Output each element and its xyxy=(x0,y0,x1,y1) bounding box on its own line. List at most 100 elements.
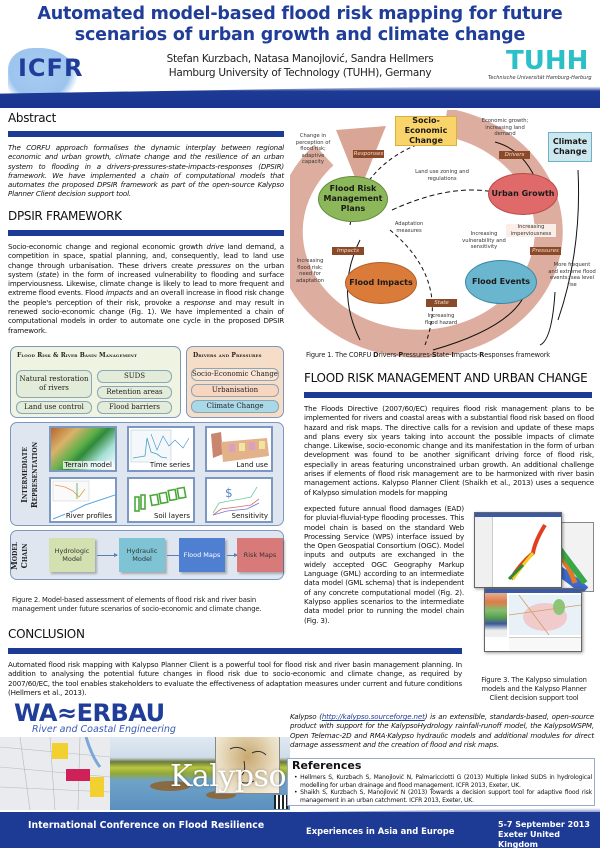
title-line-2: scenarios of urban growth and climate ch… xyxy=(74,25,526,45)
kalypso-wordmark: Kalypso xyxy=(170,759,287,794)
kalypso-banner: Kalypso xyxy=(0,737,290,810)
footer-date-location: 5-7 September 2013 Exeter United Kingdom xyxy=(498,820,600,848)
abstract-text: The CORFU approach formalises the dynami… xyxy=(8,143,284,199)
map-collage xyxy=(0,737,111,810)
tag-impacts: Impacts xyxy=(332,247,364,255)
title-line-1: Automated model-based flood risk mapping… xyxy=(37,4,563,24)
annotation-flood-hazard: Increasing flood hazard xyxy=(424,313,458,326)
chain-hydraulic-model: Hydraulic Model xyxy=(119,538,165,572)
footer-location: Exeter United Kingdom xyxy=(498,830,560,848)
abstract-heading: Abstract xyxy=(8,111,56,125)
frbm-title: Flood Risk & River Basin Management xyxy=(17,352,138,359)
kalypso-link[interactable]: http://kalypso.sourceforge.net xyxy=(321,712,425,721)
drivers-pressures-panel: Drivers and Pressures Socio-Economic Cha… xyxy=(186,346,284,418)
references-heading: References xyxy=(292,759,362,772)
node-socio-economic-change: Socio-Economic Change xyxy=(395,116,457,146)
kalypso-face-logo xyxy=(215,737,280,794)
pill-flood-barriers: Flood barriers xyxy=(97,401,172,414)
pill-suds: SUDS xyxy=(97,370,172,383)
tag-pressures: Pressures xyxy=(530,247,561,255)
frm-divider xyxy=(304,392,592,398)
tag-drivers: Drivers xyxy=(499,151,530,159)
pill-socio-economic: Socio-Economic Change xyxy=(191,368,279,381)
references-list: • Hellmers S, Kurzbach S, Manojlović N, … xyxy=(292,774,592,804)
node-flood-events: Flood Events xyxy=(465,260,537,304)
conclusion-text: Automated flood risk mapping with Kalyps… xyxy=(8,660,462,697)
dp-title: Drivers and Pressures xyxy=(193,352,262,359)
pill-urbanisation: Urbanisation xyxy=(191,384,279,397)
figure-1-diagram: Socio-Economic Change Climate Change Flo… xyxy=(290,110,600,360)
annotation-adaptation: Adaptation measures xyxy=(394,221,424,234)
annotation-economic-growth: Economic growth; increasing land demand xyxy=(481,118,529,138)
thumb-land-use: Land use xyxy=(205,426,273,472)
planner-client-screenshot xyxy=(484,588,582,652)
dpsir-text: Socio-economic change and regional econo… xyxy=(8,242,285,335)
footer-band xyxy=(0,812,600,848)
frm-heading: FLOOD RISK MANAGEMENT AND URBAN CHANGE xyxy=(304,371,588,385)
chain-flood-maps: Flood Maps xyxy=(179,538,225,572)
frm-text-narrow: expected future annual flood damages (EA… xyxy=(304,504,464,625)
pill-retention-areas: Retention areas xyxy=(97,386,172,399)
abstract-divider xyxy=(8,131,284,137)
arrow-icon xyxy=(97,553,118,557)
map-screenshot-front xyxy=(474,512,562,588)
affiliation: Hamburg University of Technology (TUHH),… xyxy=(168,67,432,79)
frbm-panel: Flood Risk & River Basin Management Natu… xyxy=(10,346,181,418)
chain-hydrologic-model: Hydrologic Model xyxy=(49,538,95,572)
kalypso-description: Kalypso (http://kalypso.sourceforge.net)… xyxy=(290,712,594,749)
tag-state: State xyxy=(426,299,457,307)
figure-3-screenshots xyxy=(472,510,596,652)
figure-1-caption: Figure 1. The CORFU Drivers-Pressures-St… xyxy=(306,351,550,359)
thumb-sensitivity: $ Sensitivity xyxy=(205,477,273,523)
tuhh-logo: TUHH xyxy=(506,46,589,76)
reference-item: • Hellmers S, Kurzbach S, Manojlović N, … xyxy=(294,774,592,789)
thumb-terrain-model: Terrain model xyxy=(49,426,117,472)
pill-natural-restoration: Natural restoration of rivers xyxy=(16,370,92,398)
pill-climate-change: Climate Change xyxy=(191,400,279,413)
svg-text:$: $ xyxy=(225,486,233,500)
annotation-flood-risk: Increasing flood risk; need for adaptati… xyxy=(295,258,325,284)
pill-land-use-control: Land use control xyxy=(16,401,92,414)
frm-text-full: The Floods Directive (2007/60/EC) requir… xyxy=(304,404,594,497)
annotation-perception: Change in perception of flood risk; adap… xyxy=(295,133,331,166)
header-band xyxy=(0,84,600,108)
poster-title: Automated model-based flood risk mapping… xyxy=(0,4,600,46)
conclusion-heading: CONCLUSION xyxy=(8,627,85,641)
qr-code xyxy=(274,795,288,809)
node-urban-growth: Urban Growth xyxy=(488,173,558,215)
chain-risk-maps: Risk Maps xyxy=(237,538,283,572)
wasserbau-subtitle: River and Coastal Engineering xyxy=(32,724,176,735)
thumb-time-series: Time series xyxy=(127,426,195,472)
figure-2-caption: Figure 2. Model-based assessment of elem… xyxy=(12,596,262,613)
conclusion-divider xyxy=(8,648,462,654)
footer-theme: Experiences in Asia and Europe xyxy=(306,826,455,836)
tag-responses: Responses xyxy=(353,150,384,158)
thumb-river-profiles: River profiles xyxy=(49,477,117,523)
references-box: References • Hellmers S, Kurzbach S, Man… xyxy=(287,758,595,806)
figure-2: Flood Risk & River Basin Management Natu… xyxy=(8,346,284,586)
annotation-vulnerability: Increasing vulnerability and sensitivity xyxy=(462,231,506,251)
thumb-soil-layers: Soil layers xyxy=(127,477,195,523)
annotation-land-use-zoning: Land use zoning and regulations xyxy=(415,169,469,182)
footer-dates: 5-7 September 2013 xyxy=(498,820,590,829)
icfr-logo: ICFR xyxy=(18,54,84,82)
node-climate-change: Climate Change xyxy=(548,132,592,162)
authors: Stefan Kurzbach, Natasa Manojlović, Sand… xyxy=(166,53,434,65)
figure-3-caption: Figure 3. The Kalypso simulation models … xyxy=(481,676,587,702)
dpsir-divider xyxy=(8,230,284,236)
author-block: Stefan Kurzbach, Natasa Manojlović, Sand… xyxy=(130,52,470,80)
footer-conference: International Conference on Flood Resili… xyxy=(28,820,265,831)
node-flood-risk-management-plans: Flood Risk Management Plans xyxy=(318,176,388,222)
annotation-imperviousness: Increasing imperviousness xyxy=(506,224,556,238)
node-flood-impacts: Flood Impacts xyxy=(345,262,417,304)
tuhh-logo-subtitle: Technische Universität Hamburg-Harburg xyxy=(488,75,592,81)
annotation-frequent-events: More frequent and extreme flood events; … xyxy=(548,262,596,288)
dpsir-heading: DPSIR FRAMEWORK xyxy=(8,209,122,223)
wasserbau-logo: WA≈ERBAU xyxy=(14,699,165,727)
reference-item: • Shaikh S, Kurzbach S, Manojlović N (20… xyxy=(294,789,592,804)
arrow-icon xyxy=(227,553,238,557)
